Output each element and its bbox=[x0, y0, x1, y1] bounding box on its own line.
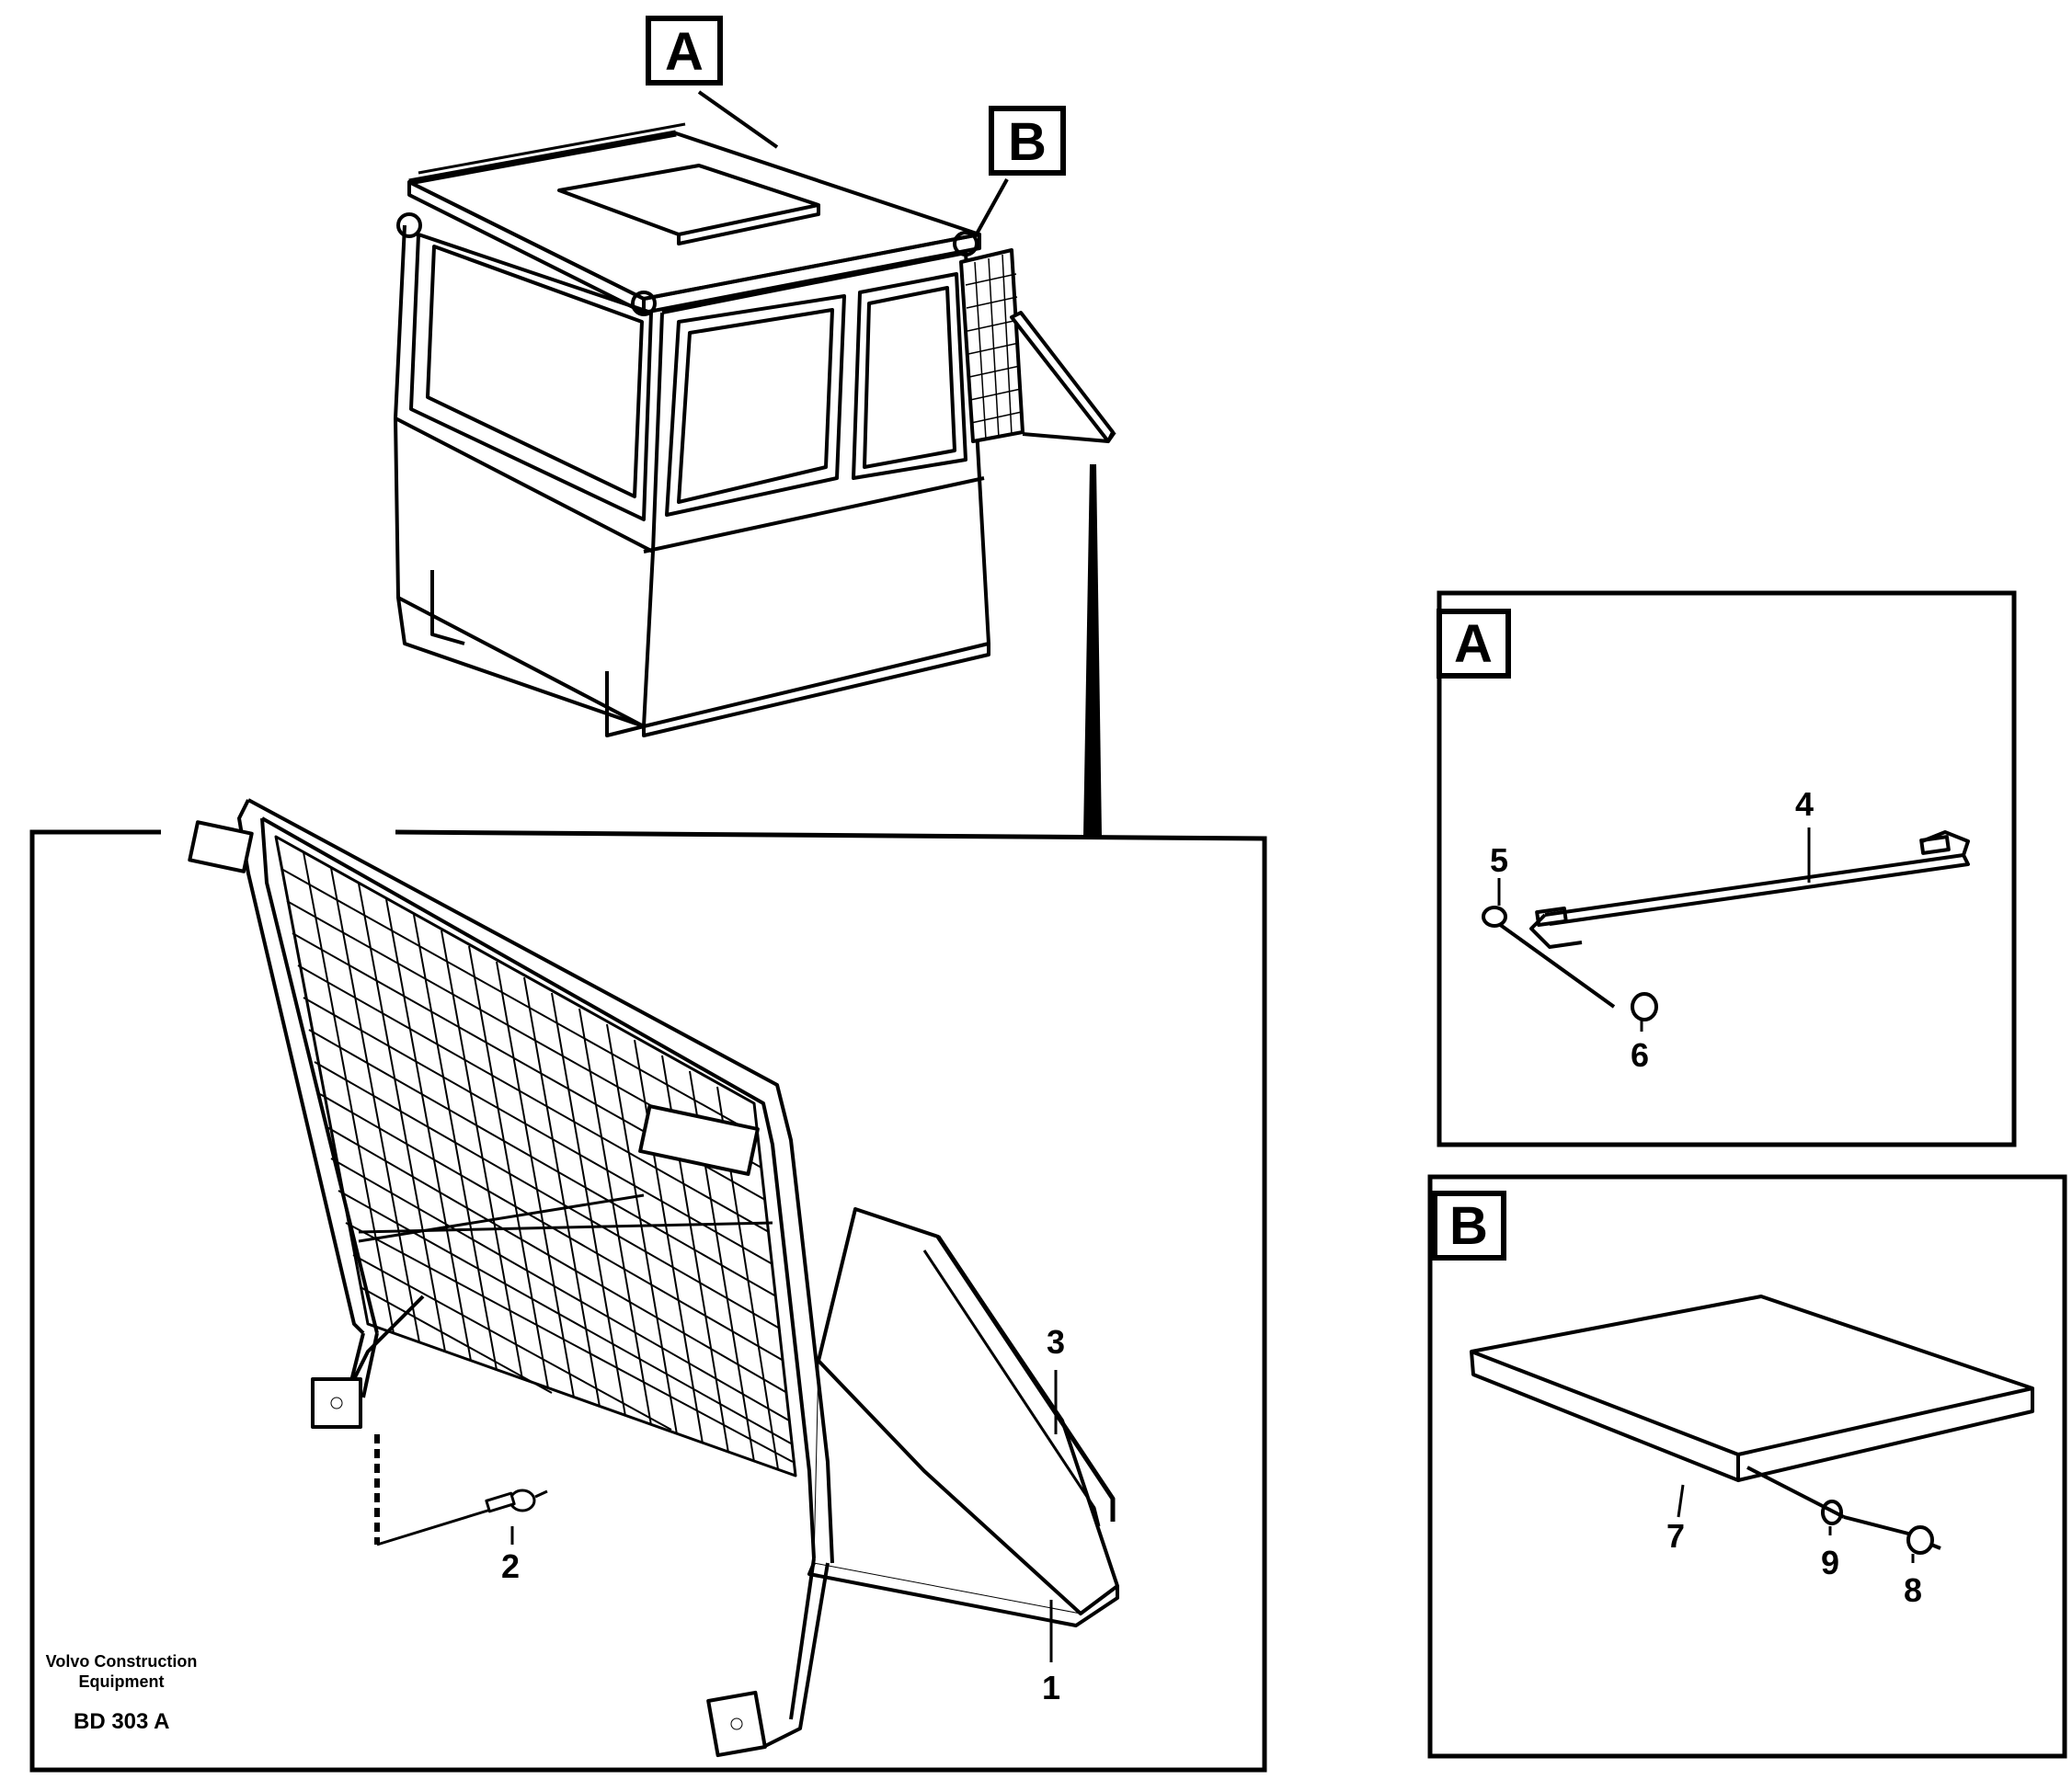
callout-box-a-top: A bbox=[646, 16, 723, 86]
part-number-1: 1 bbox=[1042, 1669, 1060, 1706]
drawing-code: BD 303 A bbox=[74, 1709, 169, 1734]
company-line-1: Volvo Construction bbox=[46, 1652, 198, 1671]
connector-line bbox=[1083, 464, 1102, 837]
part-number-6: 6 bbox=[1631, 1036, 1649, 1074]
cab-illustration bbox=[394, 122, 1116, 737]
part-number-2: 2 bbox=[501, 1547, 520, 1585]
part-number-3: 3 bbox=[1047, 1323, 1065, 1361]
leader-line bbox=[973, 178, 1009, 238]
callout-letter: B bbox=[1449, 1196, 1488, 1256]
detail-panel-b: B bbox=[1427, 1174, 2067, 1759]
callout-box-b-top: B bbox=[989, 106, 1066, 176]
callout-letter: B bbox=[1008, 112, 1047, 172]
part-number-8: 8 bbox=[1904, 1571, 1922, 1609]
leader-line bbox=[1677, 1484, 1685, 1518]
part-number-4: 4 bbox=[1795, 785, 1814, 823]
plate-part-7 bbox=[1470, 1295, 2034, 1555]
detail-panel-a: A bbox=[1437, 590, 2017, 1147]
detail-frame-guard bbox=[29, 829, 1267, 1773]
part-number-5: 5 bbox=[1490, 841, 1508, 879]
callout-letter: A bbox=[665, 22, 704, 82]
guard-assembly bbox=[188, 798, 1119, 1758]
company-line-2: Equipment bbox=[79, 1672, 165, 1691]
part-number-9: 9 bbox=[1821, 1544, 1839, 1581]
leader-line bbox=[697, 90, 779, 149]
callout-letter: A bbox=[1454, 614, 1493, 674]
handle-rail-part-4 bbox=[1482, 830, 1970, 1021]
part-number-7: 7 bbox=[1666, 1517, 1685, 1555]
